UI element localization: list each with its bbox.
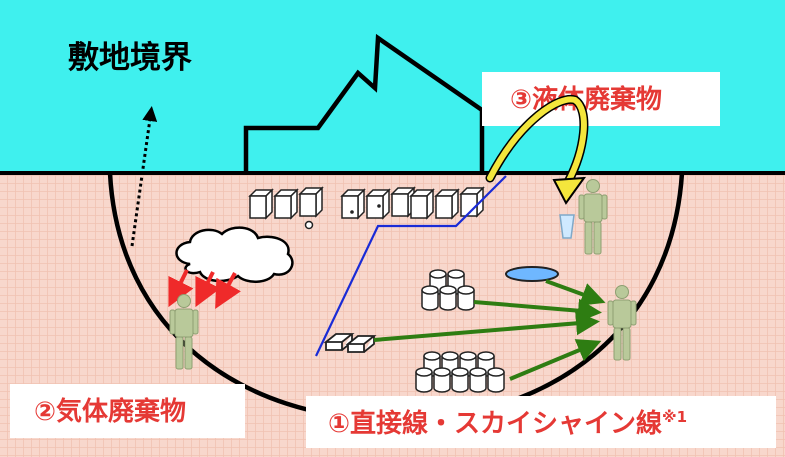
direct-radiation-arrows (373, 279, 606, 381)
blue-pipeline (315, 175, 507, 357)
small-boxes (323, 333, 377, 353)
liquid-waste-box (482, 72, 720, 126)
yellow-arrowhead (552, 176, 587, 205)
water-cup (559, 214, 575, 239)
dotted-arrow (130, 106, 158, 247)
direct-skyshine-label: ①直接線・スカイシャイン線※1 (328, 408, 687, 439)
footnote-mark: ※1 (662, 408, 687, 426)
direct-skyshine-box (306, 396, 776, 448)
storage-boxes (249, 187, 484, 230)
direct-skyshine-text: ①直接線・スカイシャイン線 (328, 408, 662, 439)
gaseous-waste-label: ②気体廃棄物 (34, 396, 186, 427)
site-boundary-label: 敷地境界 (68, 40, 192, 76)
drum-cluster-lower (415, 351, 505, 393)
gas-arrows (168, 269, 241, 310)
gaseous-waste-box (10, 384, 245, 438)
building-outline (243, 33, 485, 173)
water-puddle (505, 266, 559, 282)
